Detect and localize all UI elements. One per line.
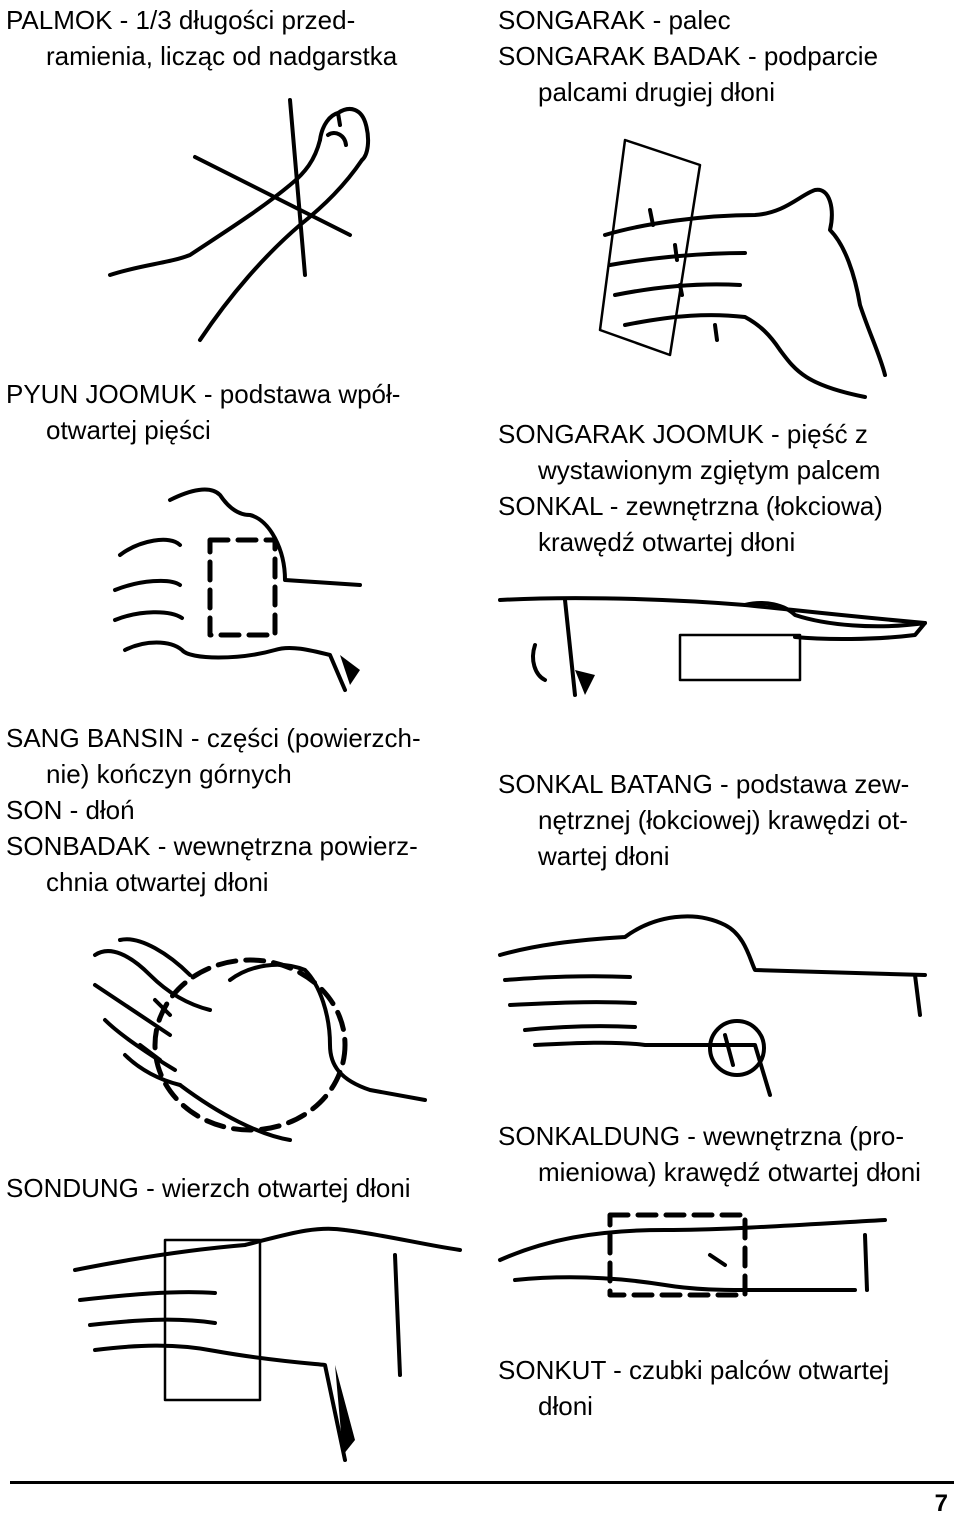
caption-line: SONDUNG - wierzch otwartej dłoni [6,1173,411,1203]
caption-line: mieniowa) krawędź otwartej dłoni [538,1157,921,1187]
caption-line: SONKAL BATANG - podstawa zew- [498,769,910,799]
caption-sondung: SONDUNG - wierzch otwartej dłoni [6,1170,411,1206]
caption-sonkut: SONKUT - czubki palców otwartej dłoni [498,1352,889,1424]
forearm-sketch [108,98,371,342]
caption-line: wystawionym zgiętym palcem [538,455,881,485]
caption-sang-bansin: SANG BANSIN - części (powierzch- nie) ko… [6,720,421,900]
page-number: 7 [934,1490,948,1517]
caption-line: chnia otwartej dłoni [46,867,269,897]
caption-line: wartej dłoni [538,841,670,871]
caption-sonkal-batang: SONKAL BATANG - podstawa zew- nętrznej (… [498,766,909,874]
caption-line: SON - dłoń [6,795,135,825]
caption-line: PYUN JOOMUK - podstawa wpół- [6,379,401,409]
caption-line: PALMOK - 1/3 długości przed- [6,5,356,35]
caption-songarak: SONGARAK - palec SONGARAK BADAK - podpar… [498,2,878,110]
caption-sonkaldung: SONKALDUNG - wewnętrzna (pro- mieniowa) … [498,1118,921,1190]
caption-line: SANG BANSIN - części (powierzch- [6,723,421,753]
back-of-hand-sketch [73,1226,462,1462]
caption-songarak-joomuk: SONGARAK JOOMUK - pięść z wystawionym zg… [498,416,883,560]
half-open-fist-sketch [113,487,362,692]
caption-line: ramienia, licząc od nadgarstka [46,41,398,71]
hand-fingers-sketch [598,138,887,399]
hand-palm-base-sketch [498,914,927,1097]
caption-line: SONBADAK - wewnętrzna powierz- [6,831,418,861]
caption-line: SONKALDUNG - wewnętrzna (pro- [498,1121,904,1151]
bottom-rule [10,1481,954,1484]
caption-line: SONKAL - zewnętrzna (łokciowa) [498,491,883,521]
caption-line: nętrznej (łokciowej) krawędzi ot- [538,805,908,835]
hand-outer-edge-sketch [498,596,927,697]
caption-palmok: PALMOK - 1/3 długości przed- ramienia, l… [6,2,397,74]
palm-sketch [93,937,427,1142]
caption-line: SONGARAK - palec [498,5,731,35]
caption-line: palcami drugiej dłoni [538,77,776,107]
caption-line: SONKUT - czubki palców otwartej [498,1355,890,1385]
caption-pyun-joomuk: PYUN JOOMUK - podstawa wpół- otwartej pi… [6,376,400,448]
caption-line: krawędź otwartej dłoni [538,527,796,557]
hand-inner-edge-sketch [498,1212,887,1298]
caption-line: SONGARAK BADAK - podparcie [498,41,879,71]
caption-line: otwartej pięści [46,415,211,445]
caption-line: nie) kończyn górnych [46,759,292,789]
caption-line: dłoni [538,1391,593,1421]
caption-line: SONGARAK JOOMUK - pięść z [498,419,868,449]
